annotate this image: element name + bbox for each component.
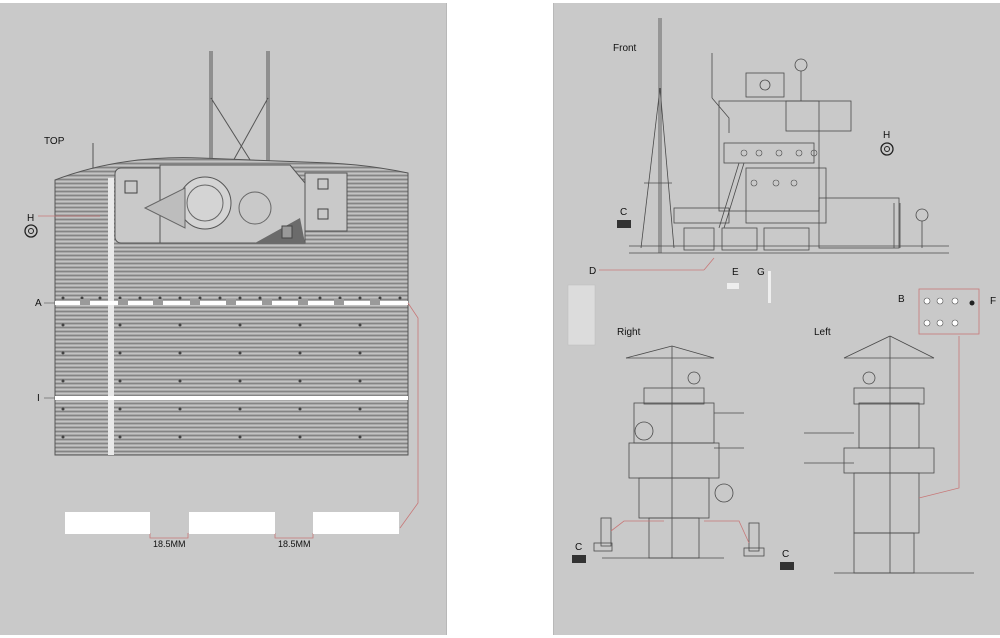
left-view-drawing [804,335,974,574]
callout-c-right-1: C [575,542,583,553]
strip-piece-3 [313,512,399,534]
top-view-panel: TOP H A I 18.5MM 18.5MM [0,3,447,635]
part-c-badge-right-2 [780,562,794,570]
callout-ticks [44,302,55,399]
right-view-drawing [602,345,744,559]
left-view-label: Left [814,327,831,338]
callout-a: A [35,298,42,309]
mast-lines [92,51,270,253]
callout-h-left: H [27,213,35,224]
callout-c-right-2: C [782,549,790,560]
part-e-piece [727,283,739,289]
part-h-icon-right [880,142,894,156]
strip-piece-1 [65,512,150,534]
callout-i: I [37,393,40,404]
crane-parts [593,517,765,557]
callout-g: G [757,267,765,278]
elevation-drawings [567,18,980,574]
callout-e: E [732,267,739,278]
top-view-drawing [24,51,419,539]
dimension-label-2: 18.5MM [278,539,311,549]
dimension-label-1: 18.5MM [153,539,186,549]
right-view-label: Right [617,327,641,338]
callout-h-right: H [883,130,891,141]
part-f-icon [969,300,975,306]
leader-lines-right [599,257,980,544]
bridge-superstructure [114,164,348,244]
leader-lines [38,215,419,539]
strip-piece-2 [189,512,275,534]
callout-f: F [990,296,997,307]
top-view-label: TOP [44,136,65,147]
walkway-strip [108,178,114,455]
part-h-icon [24,224,38,238]
elevation-views-panel: Front Right Left C D E G H B F C C [553,3,1000,635]
part-g-piece [768,271,771,303]
front-view-label: Front [613,43,637,54]
part-c-badge-right-1 [572,555,586,563]
callout-d: D [589,266,597,277]
part-c-badge-front [617,220,631,228]
deck-fittings [61,296,402,439]
decal-sheet [567,284,596,346]
strip-i [55,396,408,400]
strip-a-blocks [80,299,380,305]
front-view-drawing [629,18,949,254]
callout-b: B [898,294,905,305]
part-b-grid [923,297,959,327]
callout-c-front: C [620,207,628,218]
